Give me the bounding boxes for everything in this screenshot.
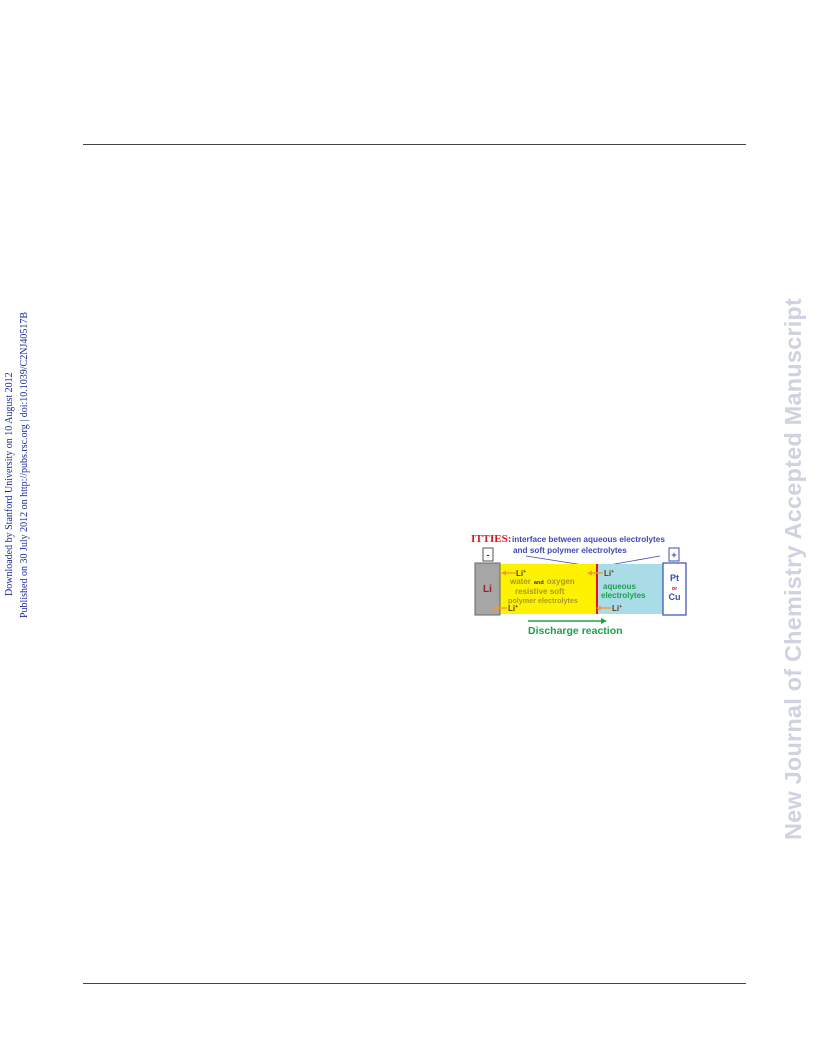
aqueous-label-line-1: aqueous: [603, 582, 636, 591]
interface-line-2: and soft polymer electrolytes: [513, 546, 627, 555]
plus-sign: +: [671, 550, 676, 560]
polymer-electrolyte-region: [500, 564, 597, 614]
bottom-rule: [83, 983, 746, 984]
accepted-manuscript-watermark: New Journal of Chemistry Accepted Manusc…: [780, 297, 806, 840]
ion-label-bottom-right: Li+: [612, 604, 622, 613]
ion-label-bottom-left: Li+: [508, 604, 518, 613]
ion-label-top-left: Li+: [516, 569, 526, 578]
discharge-caption: Discharge reaction: [528, 625, 623, 637]
interface-line-1: interface between aqueous electrolytes: [512, 535, 665, 544]
minus-sign: -: [487, 550, 490, 560]
minus-terminal: [482, 547, 494, 562]
itties-label: ITTIES:: [471, 533, 511, 545]
plus-terminal: [668, 547, 680, 562]
cathode-label-or: or: [672, 586, 678, 592]
cathode-label-pt: Pt: [670, 573, 679, 583]
ion-arrow-bottom-left: [492, 605, 507, 611]
battery-schematic-svg: ITTIES: interface between aqueous electr…: [471, 533, 687, 637]
aqueous-label-line-2: electrolytes: [601, 591, 646, 600]
download-notice: Downloaded by Stanford University on 10 …: [4, 372, 15, 596]
ion-arrow-top-right: [587, 570, 603, 576]
ion-label-top-right: Li+: [604, 569, 614, 578]
cathode: [662, 562, 687, 616]
ion-arrow-top-left: [501, 570, 516, 576]
cathode-label-cu: Cu: [669, 592, 681, 602]
anode-label: Li: [483, 584, 492, 595]
discharge-arrow: [528, 618, 607, 624]
battery-schematic-figure: ITTIES: interface between aqueous electr…: [470, 531, 702, 641]
polymer-label-line-2: resistive soft: [515, 587, 565, 596]
top-rule: [83, 144, 746, 145]
publication-notice: Published on 30 July 2012 on http://pubs…: [19, 311, 30, 618]
polymer-label-line-3: polymer electrolytes: [508, 596, 578, 605]
ion-arrow-bottom-right: [596, 605, 611, 611]
aqueous-electrolyte-region: [597, 564, 663, 614]
